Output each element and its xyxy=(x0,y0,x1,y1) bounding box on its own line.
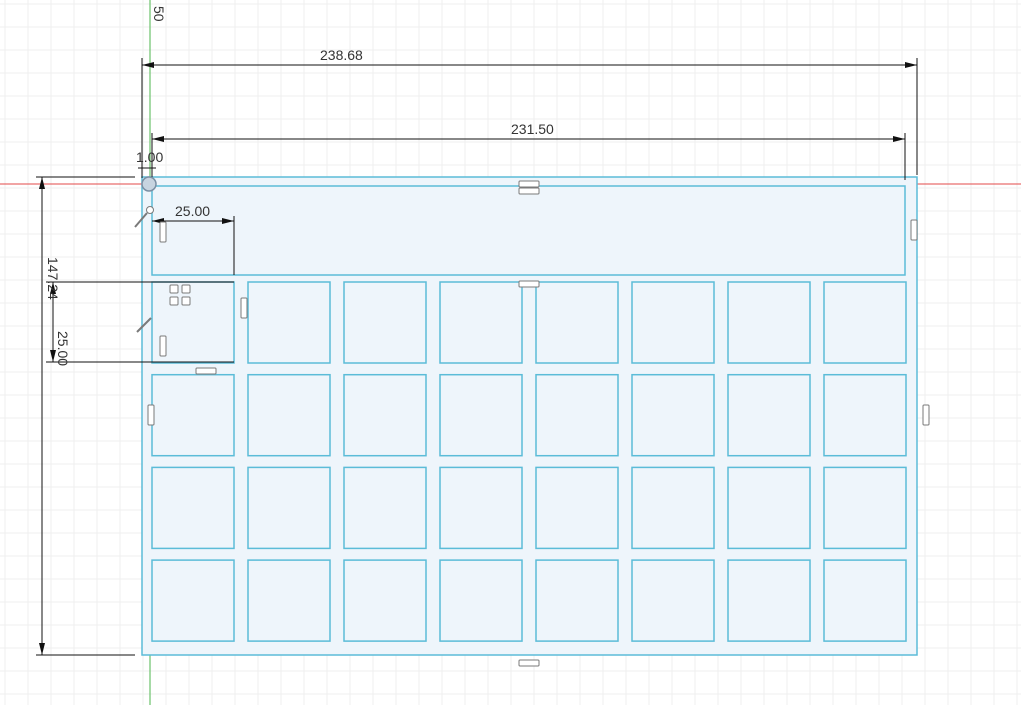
cell-profile[interactable] xyxy=(343,373,427,457)
dim-header-label[interactable]: 25.00 xyxy=(152,203,235,275)
vertical-constraint-icon[interactable] xyxy=(240,297,248,319)
cell-profile[interactable] xyxy=(823,373,907,457)
dim-inner-width[interactable]: 231.50 xyxy=(151,121,906,180)
vertical-constraint-icon[interactable] xyxy=(159,221,167,243)
dim-overall-height-value[interactable]: 147.24 xyxy=(45,257,61,300)
cell-profile[interactable] xyxy=(631,559,715,642)
vertical-constraint-icon[interactable] xyxy=(159,335,167,357)
cell-profile[interactable] xyxy=(727,559,811,642)
vertical-constraint-icon[interactable] xyxy=(147,404,155,426)
horizontal-constraint-icon[interactable] xyxy=(518,180,540,195)
horizontal-constraint-icon[interactable] xyxy=(518,659,540,667)
cell-profile[interactable] xyxy=(151,559,235,642)
horizontal-constraint-icon[interactable] xyxy=(518,280,540,288)
dim-overall-width-value[interactable]: 238.68 xyxy=(320,47,363,63)
dim-overall-width[interactable]: 238.68 xyxy=(141,47,918,175)
cell-profile[interactable] xyxy=(343,466,427,550)
cell-profile[interactable] xyxy=(631,466,715,550)
cell-profile[interactable] xyxy=(343,281,427,364)
vertical-constraint-icon[interactable] xyxy=(922,404,930,426)
origin-point-icon[interactable] xyxy=(141,176,157,192)
cell-profile[interactable] xyxy=(823,559,907,642)
cell-profile[interactable] xyxy=(439,466,523,550)
cell-profile[interactable] xyxy=(727,281,811,364)
cell-profile[interactable] xyxy=(535,466,619,550)
dim-overall-height[interactable]: 147.24 xyxy=(36,176,135,656)
cell-profile[interactable] xyxy=(631,373,715,457)
dim-offset[interactable]: 1.00 xyxy=(136,149,163,178)
cell-profile[interactable] xyxy=(247,373,331,457)
header-profile[interactable] xyxy=(151,185,906,276)
dim-offset-value[interactable]: 1.00 xyxy=(136,149,163,165)
coincident-icons xyxy=(134,206,154,333)
cell-profile[interactable] xyxy=(439,559,523,642)
cell-profile[interactable] xyxy=(823,281,907,364)
cell-profile[interactable] xyxy=(535,281,619,364)
cell-profile[interactable] xyxy=(247,281,331,364)
cell-profile[interactable] xyxy=(535,559,619,642)
cell-profile[interactable] xyxy=(151,466,235,550)
cell-profile[interactable] xyxy=(439,281,523,364)
cell-profile[interactable] xyxy=(247,559,331,642)
cell-grid xyxy=(151,281,907,642)
cell-profile[interactable] xyxy=(247,466,331,550)
cell-profile[interactable] xyxy=(151,373,235,457)
coincident-icon[interactable] xyxy=(134,206,154,228)
cell-profile[interactable] xyxy=(439,373,523,457)
cell-profile[interactable] xyxy=(727,373,811,457)
cell-profile[interactable] xyxy=(727,466,811,550)
cell-profile[interactable] xyxy=(631,281,715,364)
dim-cell-height-value[interactable]: 25.00 xyxy=(55,331,71,366)
cell-profile[interactable] xyxy=(343,559,427,642)
horizontal-constraint-icon[interactable] xyxy=(195,367,217,375)
constraint-icons xyxy=(147,180,930,667)
dim-inner-width-value[interactable]: 231.50 xyxy=(511,121,554,137)
dim-cell-height[interactable]: 25.00 xyxy=(46,281,234,366)
dim-header-label-value[interactable]: 25.00 xyxy=(175,203,210,219)
cell-profile[interactable] xyxy=(823,466,907,550)
vertical-constraint-icon[interactable] xyxy=(910,219,918,241)
axis-label: 50 xyxy=(151,6,167,22)
cell-profile[interactable] xyxy=(535,373,619,457)
coincident-icon[interactable] xyxy=(136,317,152,333)
pattern-constraint-icon[interactable] xyxy=(169,284,191,306)
